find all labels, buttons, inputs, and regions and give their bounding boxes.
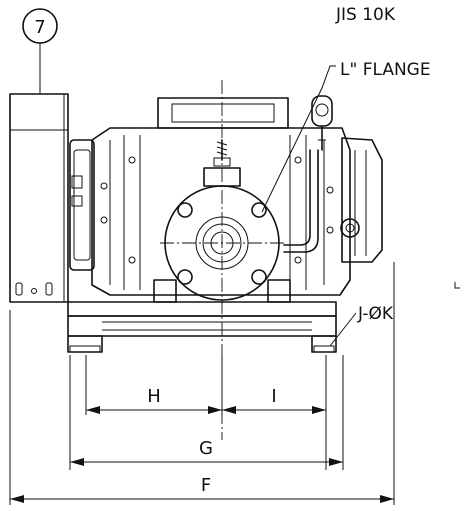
dimension-g-label: G (199, 438, 213, 459)
dimension-f: F (10, 475, 394, 503)
dimension-h-label: H (147, 386, 161, 407)
dimension-h: H (86, 386, 222, 414)
blower-casing (69, 97, 383, 303)
belt-cover (9, 93, 69, 303)
flange-note-line1: JIS 10K (335, 5, 396, 25)
callout-balloon-7: 7 (22, 8, 58, 94)
relief-valve (283, 95, 333, 253)
stray-mark (454, 282, 460, 289)
extension-lines (9, 262, 395, 505)
dimension-i-label: I (271, 386, 276, 407)
flange-note: JIS 10K L" FLANGE (261, 5, 431, 213)
side-plug (340, 218, 360, 238)
flange-note-line2: L" FLANGE (340, 60, 431, 80)
hole-note: J-ØK (329, 304, 394, 347)
dimension-g: G (70, 438, 343, 466)
hole-note-label: J-ØK (357, 304, 394, 324)
base-frame (67, 301, 337, 353)
dimension-f-label: F (201, 475, 211, 496)
dimension-i: I (222, 386, 326, 414)
callout-number: 7 (34, 17, 45, 38)
discharge-flange (160, 167, 284, 301)
